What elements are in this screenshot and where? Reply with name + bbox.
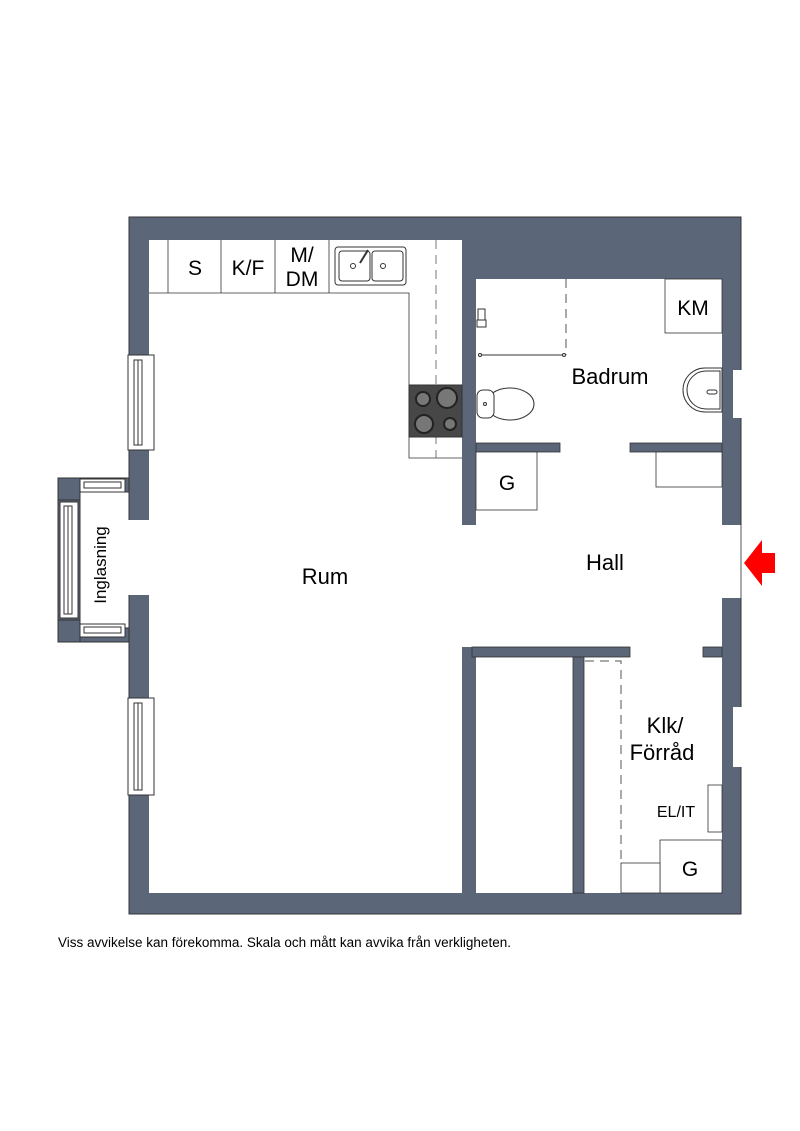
right-wall-openings <box>722 370 742 767</box>
fixture-g-hall: G <box>499 472 515 495</box>
window-left-lower <box>127 697 155 796</box>
stove-icon <box>408 384 463 438</box>
room-rum: Rum <box>302 564 348 589</box>
toilet-icon <box>476 387 535 421</box>
small-shelf <box>620 862 661 894</box>
room-klk-1: Klk/ <box>647 713 685 738</box>
room-inglasning: Inglasning <box>91 526 110 604</box>
shower <box>476 279 567 357</box>
hall-cabinet <box>655 451 723 488</box>
fixture-km: KM <box>677 297 709 320</box>
bay-window <box>57 477 150 643</box>
fixture-mdm-1: M/ <box>290 244 313 267</box>
g-box-klk <box>659 839 723 894</box>
fixture-s: S <box>188 257 202 280</box>
room-hall: Hall <box>586 550 624 575</box>
entrance-door <box>722 525 742 598</box>
window-left-upper <box>127 354 155 451</box>
g-box-hall <box>475 451 538 511</box>
fixture-g-klk: G <box>682 858 698 881</box>
room-floors <box>149 240 722 893</box>
washbasin-icon <box>682 367 723 413</box>
fixture-mdm-2: DM <box>286 268 319 291</box>
entrance-arrow-icon <box>744 540 775 586</box>
fixture-kf: K/F <box>232 257 265 280</box>
wardrobe-line <box>585 660 622 860</box>
fixture-elit: EL/IT <box>657 804 695 821</box>
room-badrum: Badrum <box>571 364 648 389</box>
kitchen-counter <box>149 240 462 459</box>
sink-icon <box>334 246 407 286</box>
km-box <box>664 278 723 334</box>
room-klk-2: Förråd <box>630 740 695 765</box>
disclaimer-text: Viss avvikelse kan förekomma. Skala och … <box>58 935 511 950</box>
elit-box <box>707 784 723 833</box>
